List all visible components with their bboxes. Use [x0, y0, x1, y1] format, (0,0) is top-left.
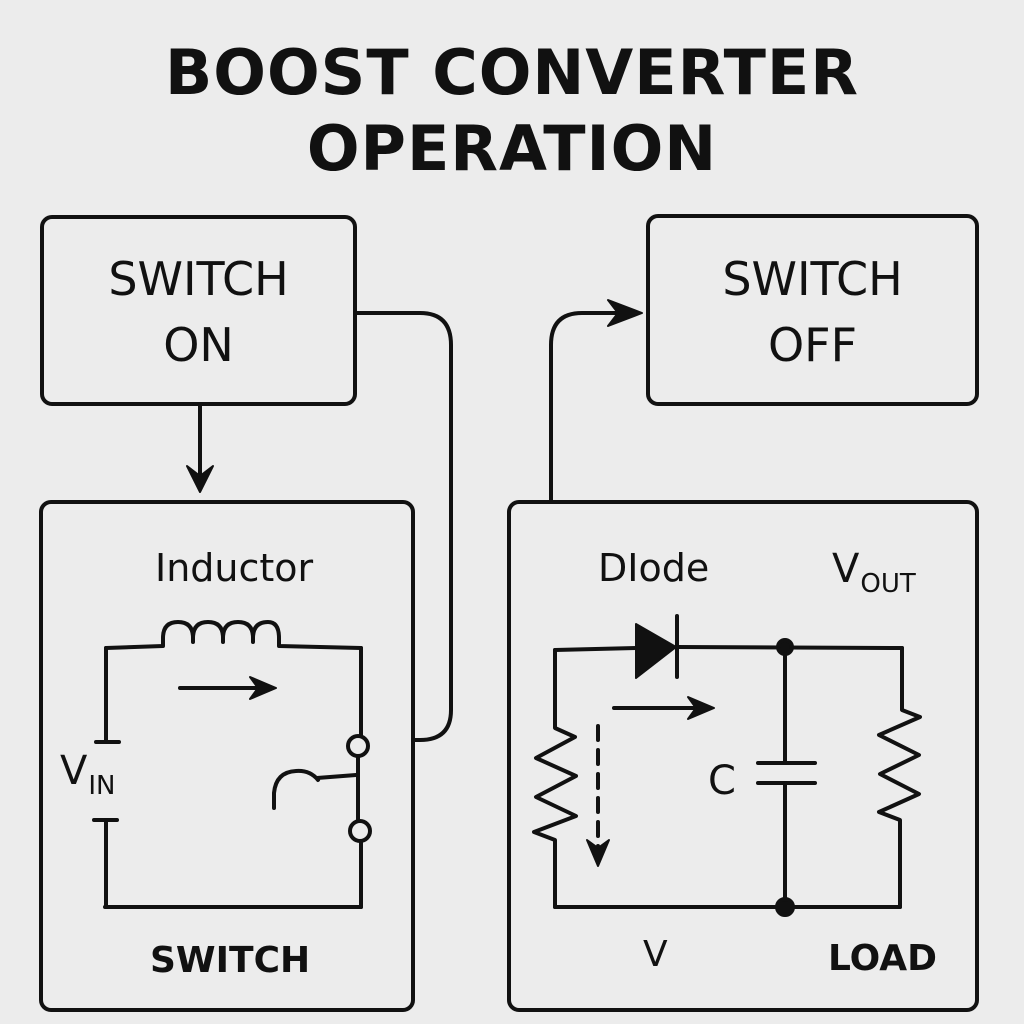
- resistor-load: [877, 646, 922, 909]
- page-title-line-2: OPERATION: [306, 112, 718, 185]
- switch-off-circuit-panel: [507, 500, 979, 1012]
- connector-on-loop: [354, 311, 453, 742]
- switch-off-label-line-2: OFF: [767, 318, 858, 372]
- inductor-symbol: [104, 620, 363, 650]
- load-label: LOAD: [828, 938, 938, 979]
- switch-off-label-line-1: SWITCH: [722, 252, 903, 306]
- switch-circuit-label: SWITCH: [150, 940, 311, 981]
- vout-label-sub: OUT: [860, 569, 916, 599]
- vin-label-sub: IN: [88, 771, 116, 801]
- vout-label-main: V: [832, 546, 860, 592]
- switch-arc: [272, 768, 320, 810]
- on-circuit: [92, 620, 372, 909]
- node-top: [776, 638, 794, 656]
- vout-label: VOUT: [832, 546, 916, 599]
- switch-off-box: [646, 214, 979, 406]
- arrow-on-to-circuit-head: [186, 465, 214, 493]
- switch-off-label: SWITCH OFF: [648, 246, 977, 378]
- v-label: V: [643, 934, 668, 975]
- connector-to-off-head: [607, 299, 643, 327]
- page-title-line-1: BOOST CONVERTER: [165, 36, 859, 109]
- switch-on-label-line-1: SWITCH: [108, 252, 289, 306]
- switch-lever: [315, 773, 358, 780]
- switch-on-circuit-panel: [39, 500, 415, 1012]
- switch-on-label: SWITCH ON: [42, 246, 355, 378]
- resistor-left: [532, 648, 578, 909]
- switch-on-label-line-2: ON: [163, 318, 234, 372]
- diode-symbol: [635, 623, 677, 679]
- off-circuit: [532, 614, 922, 917]
- inductor-label: Inductor: [155, 546, 314, 590]
- diode-label: DIode: [598, 546, 710, 590]
- connector-to-off: [549, 311, 632, 502]
- capacitor-label: C: [708, 758, 736, 804]
- vin-label-main: V: [60, 748, 88, 794]
- switch-contact-top: [346, 734, 370, 758]
- switch-contact-bottom: [348, 819, 372, 843]
- vin-label: VIN: [60, 748, 116, 801]
